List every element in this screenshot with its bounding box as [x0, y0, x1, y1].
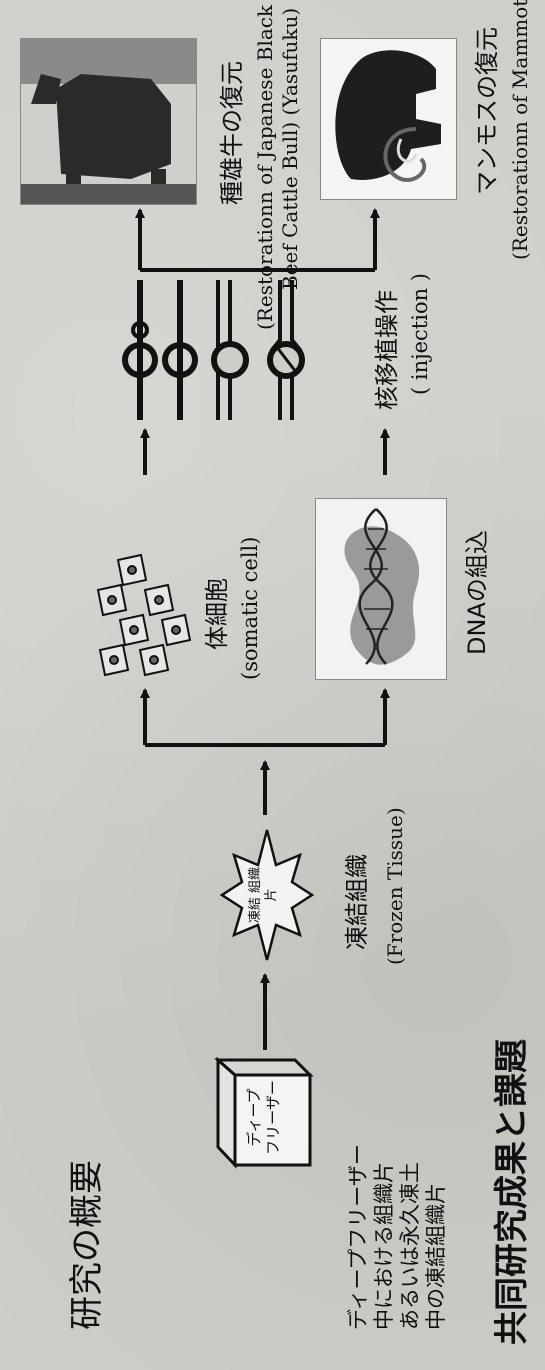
bull-en-line2: Beef Cattle Bull) (Yasufuku): [278, 7, 302, 290]
mammoth-en: (Restorationn of Mammoth): [508, 0, 532, 260]
bull-en-line1: (Restorationn of Japanese Black: [253, 4, 277, 330]
section-title-results: 共同研究成果と課題: [492, 1039, 532, 1345]
freezer-desc-line: 中の凍結組織片: [424, 1183, 448, 1330]
mammoth-photo: [320, 38, 457, 200]
section-title-overview: 研究の概要: [67, 1160, 107, 1330]
bull-illustration: [21, 39, 196, 204]
freezer-label: ディープ フリーザー: [245, 1080, 282, 1155]
somatic-cells-icon: [96, 553, 192, 677]
freezer-desc-line: 中における組織片: [372, 1162, 396, 1330]
freezer-desc-line: ディープフリーザー: [346, 1144, 370, 1330]
mammoth-title: マンモスの復元: [473, 27, 501, 195]
deep-freezer-box: [214, 1056, 314, 1169]
dna-title: DNAの組込: [463, 530, 491, 655]
freezer-desc-line: あるいは永久凍土: [398, 1162, 422, 1330]
frozen-tissue-en: (Frozen Tissue): [383, 807, 407, 965]
frozen-tissue-title: 凍結組織: [343, 854, 371, 950]
mammoth-illustration: [335, 50, 441, 182]
frozen-tissue-star-label: 凍結 組織片: [248, 866, 280, 924]
somatic-cell-en: (somatic cell): [238, 536, 262, 680]
injection-title: 核移植操作: [373, 290, 401, 410]
injection-en: ( injection ): [408, 272, 432, 395]
bull-photo: [20, 38, 197, 205]
frozen-tissue-star: [220, 829, 315, 961]
freezer-description: ディープフリーザー 中における組織片 あるいは永久凍土 中の凍結組織片: [345, 1144, 449, 1330]
dna-image: [315, 498, 447, 680]
dna-illustration: [344, 508, 420, 665]
bull-title: 種雄牛の復元: [218, 61, 246, 205]
injection-diagram: [122, 280, 305, 420]
somatic-cell-title: 体細胞: [203, 578, 231, 650]
